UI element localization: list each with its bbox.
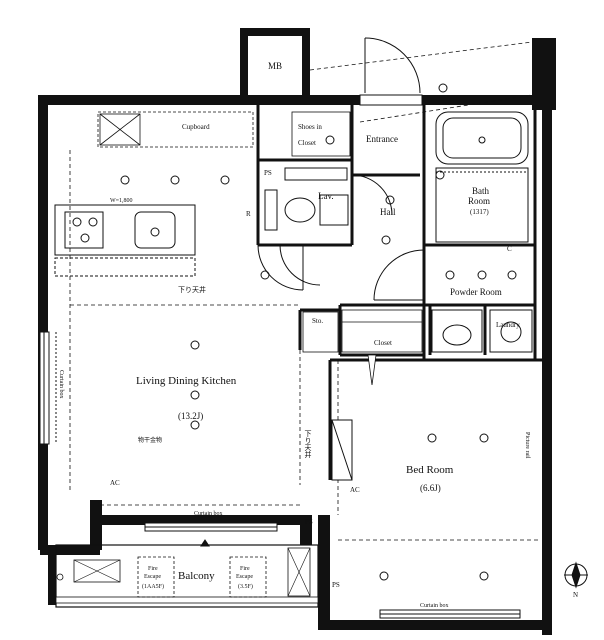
room-label-powder-room: Powder Room: [450, 287, 502, 297]
room-label-bath-size: (1317): [470, 208, 489, 216]
curtain-box-bottom: Curtain box: [194, 511, 223, 517]
hanger-fitting: 物干金物: [138, 438, 163, 444]
ps-label-2: PS: [305, 518, 313, 526]
room-label-hall: Hall: [380, 207, 396, 217]
room-label-bath-1: Bath: [472, 186, 489, 196]
ps-label-3: PS: [332, 581, 340, 589]
fire-escape-1-l1: Fire: [148, 566, 158, 572]
room-label-shoes-closet-2: Closet: [298, 139, 316, 147]
curtain-box-left: Curtain box: [58, 370, 64, 399]
room-label-laundry: Laundry: [496, 321, 520, 329]
room-label-cupboard: Cupboard: [182, 123, 210, 131]
room-label-closet: Closet: [374, 339, 392, 347]
ac-label-1: AC: [110, 479, 120, 487]
hall-doors: [279, 174, 425, 301]
picture-rail: Picture rail: [524, 432, 530, 459]
compass: [564, 561, 588, 589]
room-label-bedroom-size: (6.6J): [420, 483, 441, 493]
curtain-box-bedroom: Curtain box: [420, 603, 449, 609]
ac-label-2: AC: [350, 486, 360, 494]
entrance-door: [359, 37, 423, 106]
left-window: [39, 331, 57, 445]
bedroom-window: [379, 609, 521, 619]
storage-closet: [302, 309, 423, 386]
cupboard: [97, 111, 254, 148]
toilet: [257, 167, 349, 291]
room-label-bedroom: Bed Room: [406, 464, 454, 476]
room-label-entrance: Entrance: [366, 134, 398, 144]
room-label-bath-2: Room: [468, 196, 491, 206]
fire-escape-2-l2: Escape: [236, 574, 253, 580]
bedroom-closet-door: [331, 419, 353, 481]
room-label-lav: Lav.: [318, 191, 334, 201]
room-label-balcony: Balcony: [178, 570, 215, 582]
room-label-mb: MB: [268, 61, 283, 71]
fire-escape-1-l2: Escape: [144, 574, 161, 580]
ceiling-drop-ldk: 下り天井: [178, 286, 206, 294]
room-label-shoes-closet-1: Shoes in: [298, 123, 322, 131]
compass-north: N: [573, 591, 579, 599]
ps-label-1: PS: [264, 169, 272, 177]
r-mark: R: [246, 210, 251, 218]
balcony: [55, 544, 319, 608]
kitchen-width: W=1,800: [110, 198, 133, 204]
bathtub: [435, 111, 529, 243]
room-label-ldk-size: (13.2J): [178, 411, 204, 421]
c-mark: C: [507, 245, 512, 253]
fire-escape-2-l1: Fire: [240, 566, 250, 572]
room-label-ldk: Living Dining Kitchen: [136, 375, 237, 387]
interior-walls: [256, 105, 542, 480]
ceiling-drop-vertical: 下り天井: [304, 430, 312, 458]
fire-escape-1-l3: (1AA5F): [142, 584, 164, 590]
shoes-closet: [291, 111, 351, 157]
room-label-storage: Sto.: [312, 317, 324, 325]
vanity: [431, 309, 533, 353]
exterior-walls: [38, 28, 556, 635]
ceiling-lights: [120, 83, 517, 581]
fire-escape-2-l3: (3.5F): [238, 584, 253, 590]
balcony-sliding-door: [144, 522, 278, 547]
kitchen-counter: [54, 204, 196, 277]
